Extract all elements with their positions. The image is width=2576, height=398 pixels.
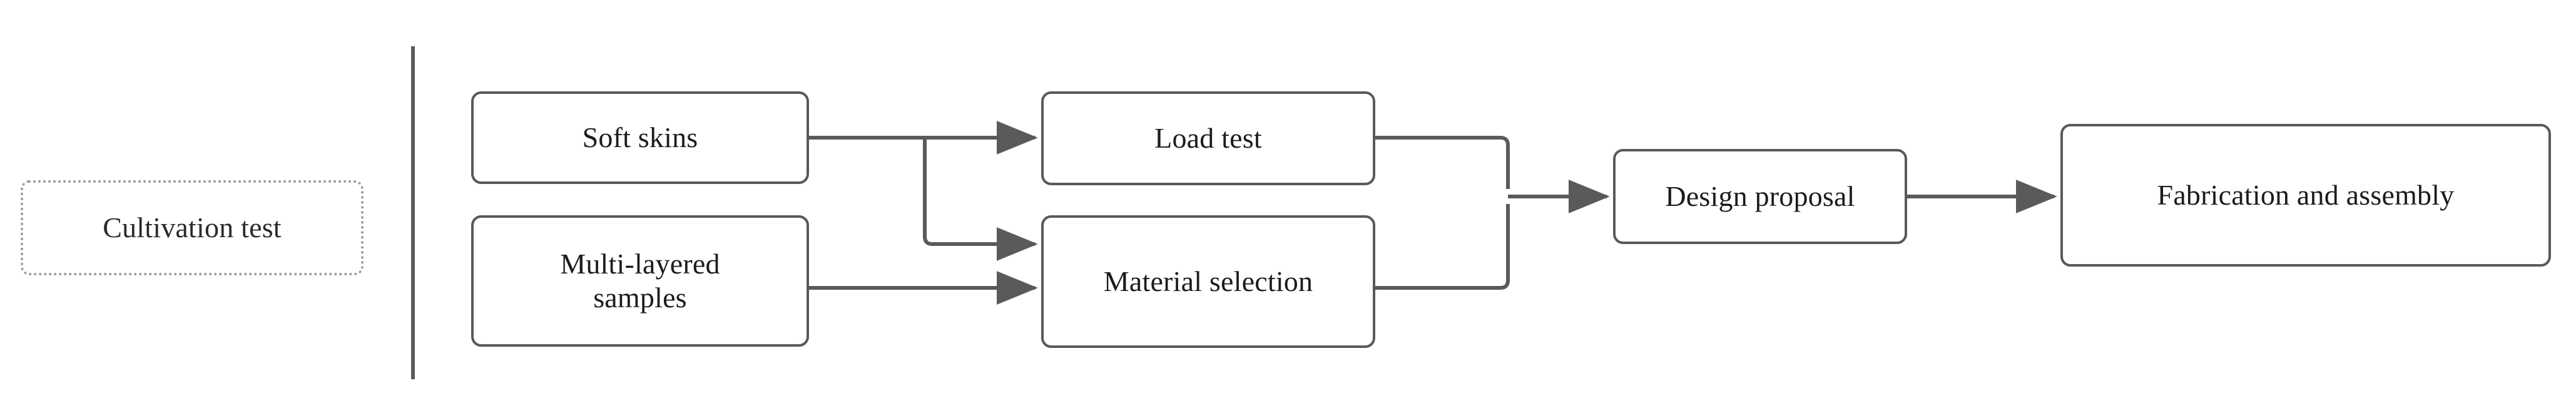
node-design-proposal[interactable]: Design proposal [1613, 149, 1907, 244]
node-material-selection-label: Material selection [1103, 265, 1313, 297]
node-fabrication-and-assembly-label: Fabrication and assembly [2157, 178, 2455, 211]
node-cultivation-test-label: Cultivation test [103, 211, 282, 243]
node-multi-layered-samples[interactable]: Multi-layered samples [471, 215, 809, 347]
edge-load-test-to-merge [1375, 136, 1510, 189]
node-design-proposal-label: Design proposal [1665, 180, 1855, 212]
node-soft-skins[interactable]: Soft skins [471, 91, 809, 184]
node-load-test-label: Load test [1154, 121, 1262, 154]
node-multi-layered-samples-label: Multi-layered samples [560, 247, 720, 314]
node-load-test[interactable]: Load test [1041, 91, 1375, 185]
edge-material-selection-to-merge [1375, 204, 1510, 290]
node-cultivation-test[interactable]: Cultivation test [21, 180, 364, 275]
node-fabrication-and-assembly[interactable]: Fabrication and assembly [2060, 124, 2551, 267]
node-soft-skins-label: Soft skins [582, 121, 698, 153]
edge-soft-skins-to-material-selection [923, 138, 1038, 261]
node-material-selection[interactable]: Material selection [1041, 215, 1375, 348]
